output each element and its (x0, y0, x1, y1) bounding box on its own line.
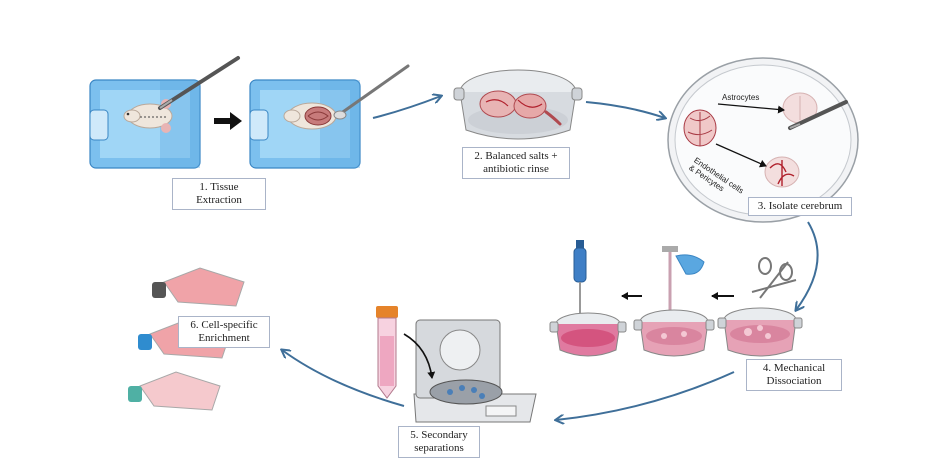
step-label-6: 6. Cell-specific Enrichment (178, 316, 270, 348)
flow-arrow-4-5 (556, 371, 735, 420)
pipette-icon (573, 240, 587, 318)
scissors-icon (751, 257, 797, 299)
flow-arrow-1-2 (372, 96, 441, 119)
brain-icon-whole (683, 109, 717, 147)
culture-flask-icon-1 (152, 267, 245, 307)
step-label-3: 3. Isolate cerebrum (748, 197, 852, 216)
brain-icon (479, 90, 562, 126)
brain-icon-endothelial (764, 156, 800, 188)
flow-arrow-5-6 (282, 350, 405, 407)
dissociation-dish-4 (717, 307, 803, 357)
falcon-tube-icon (376, 306, 398, 399)
process-arrow-black (214, 112, 242, 130)
mouse-open-skull-icon (283, 102, 337, 130)
spatula-icon (333, 64, 410, 120)
step-label-5: 5. Secondary separations (398, 426, 480, 458)
pipette-icon-glove (662, 246, 705, 320)
flow-arrow-2-3 (585, 101, 665, 118)
astrocytes-arrow (717, 103, 785, 114)
centrifuge-icon (413, 319, 537, 423)
mouse-icon (123, 99, 173, 133)
dissociation-dish-2 (549, 312, 627, 357)
astrocytes-label: Astrocytes (722, 93, 759, 102)
culture-flask-icon-3 (128, 371, 221, 411)
step-label-4: 4. Mechanical Dissociation (746, 359, 842, 391)
scalpel-icon (158, 56, 240, 110)
endothelial-arrow (715, 143, 767, 168)
dissociation-dish-3 (633, 309, 715, 357)
tube-to-centrifuge-arrow (403, 333, 436, 379)
step-label-2: 2. Balanced salts + antibiotic rinse (462, 147, 570, 179)
flow-arrow-3-4 (796, 221, 819, 310)
step-label-1: 1. Tissue Extraction (172, 178, 266, 210)
scalpel-icon-dish (788, 100, 848, 130)
